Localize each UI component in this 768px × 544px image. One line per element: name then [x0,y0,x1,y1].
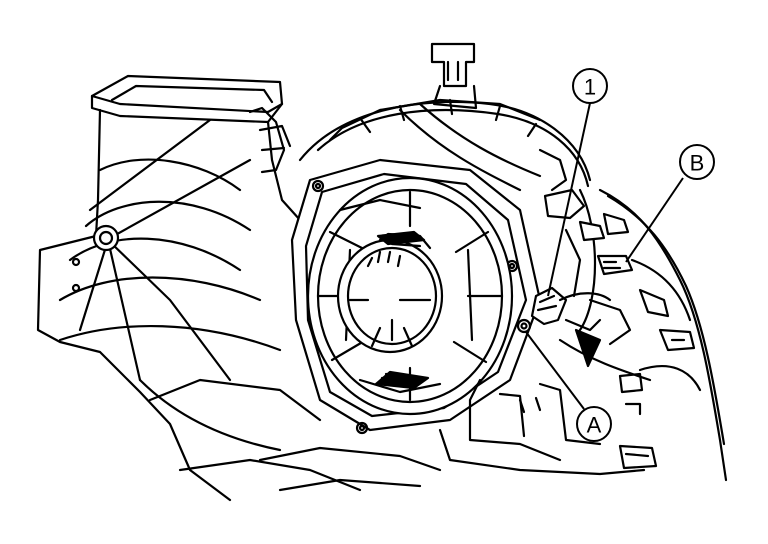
leader-line-b [625,177,684,263]
callout-leaders [525,102,684,410]
callout-b: B [679,144,715,180]
callout-1-label: 1 [584,75,596,100]
top-mount-bracket [430,42,478,110]
leader-line-1 [547,102,591,297]
blower-housing-left [36,74,362,502]
callout-a: A [576,406,612,442]
leader-line-a [525,331,585,410]
blower-scroll-housing [298,98,597,332]
callout-1: 1 [572,68,608,104]
motor-connector [516,286,612,368]
wiring-harness [558,188,728,482]
blower-motor-hub [336,230,444,390]
lower-case [258,378,646,492]
callout-a-label: A [587,413,602,438]
callout-b-label: B [690,151,705,176]
